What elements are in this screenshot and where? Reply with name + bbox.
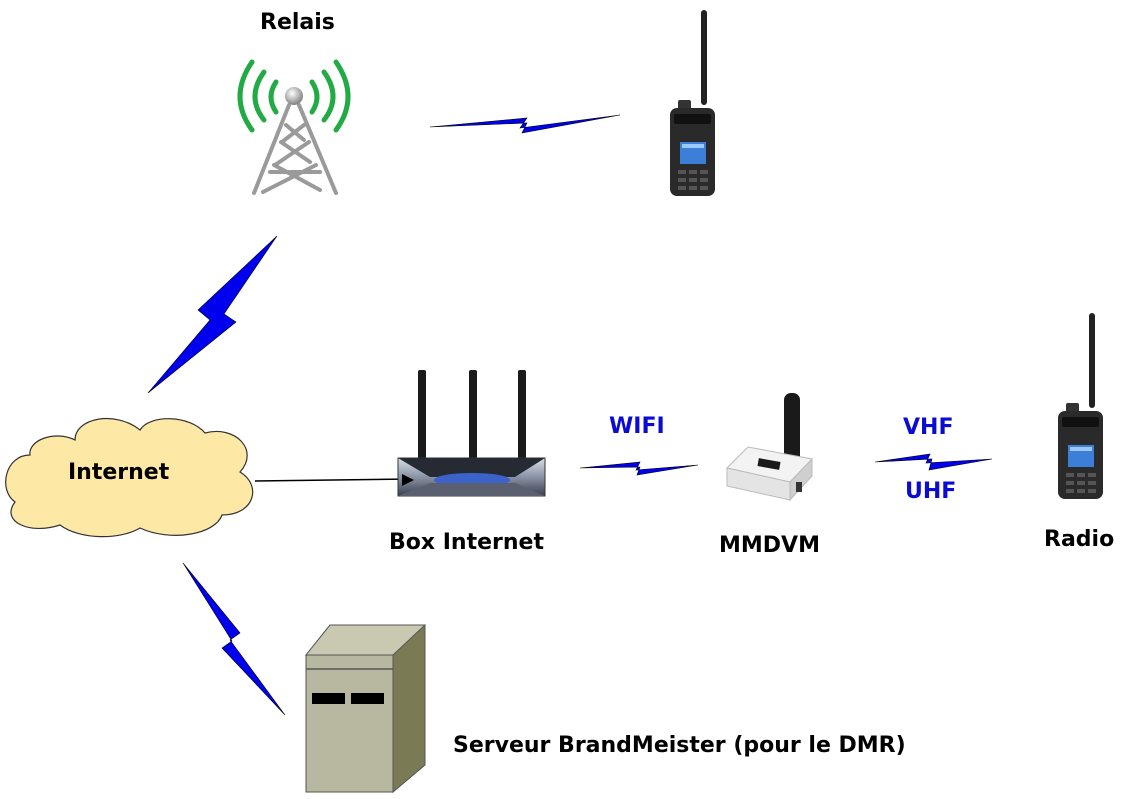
wifi-label: WIFI bbox=[609, 414, 665, 439]
mmdvm-label: MMDVM bbox=[719, 533, 820, 558]
lightning-internet-server bbox=[182, 562, 286, 716]
server-icon bbox=[304, 624, 427, 794]
server-label: Serveur BrandMeister (pour le DMR) bbox=[453, 733, 906, 758]
cloud-icon bbox=[5, 417, 254, 538]
uhf-label: UHF bbox=[905, 479, 957, 504]
relais-label: Relais bbox=[260, 10, 335, 35]
lightning-mmdvm-radio bbox=[874, 453, 993, 471]
radio-tower-icon bbox=[237, 59, 351, 195]
radio-label: Radio bbox=[1044, 527, 1115, 552]
lightning-box-mmdvm bbox=[579, 461, 699, 476]
box-internet-label: Box Internet bbox=[389, 530, 544, 555]
internet-box-line bbox=[254, 478, 411, 482]
vhf-label: VHF bbox=[903, 415, 954, 440]
hotspot-icon bbox=[726, 393, 813, 502]
handheld-radio-icon-right bbox=[1058, 313, 1103, 499]
internet-label: Internet bbox=[68, 460, 170, 485]
lightning-internet-relais bbox=[147, 235, 278, 394]
lightning-relais-handheld bbox=[429, 114, 621, 134]
lightning-links bbox=[147, 114, 993, 716]
handheld-radio-icon bbox=[670, 10, 715, 196]
router-icon bbox=[397, 370, 546, 497]
